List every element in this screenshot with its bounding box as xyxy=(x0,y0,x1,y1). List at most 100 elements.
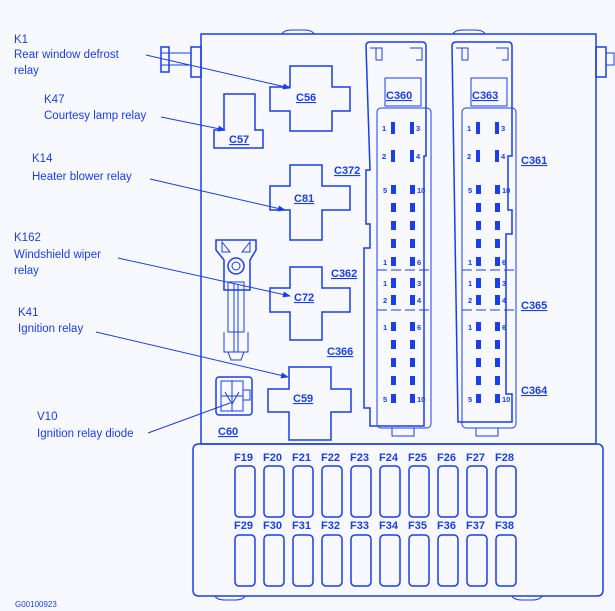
fuses-bottom-row: F29 F30 F31 F32 F33 F34 F35 F36 F37 F38 xyxy=(234,520,517,587)
fuse-label: F38 xyxy=(495,520,514,532)
callout-k162-code: K162 xyxy=(14,232,41,244)
callout-k47: K47 Courtesy lamp relay xyxy=(44,94,226,132)
fuse-f26[interactable]: F26 xyxy=(437,452,459,518)
fuse-f29[interactable]: F29 xyxy=(234,520,256,587)
callout-v10: V10 Ignition relay diode xyxy=(37,402,231,440)
connector-c362-label[interactable]: C362 xyxy=(331,268,357,280)
fuse-f36[interactable]: F36 xyxy=(437,520,459,587)
fuse-f27[interactable]: F27 xyxy=(466,452,488,518)
fuse-slot[interactable] xyxy=(408,534,430,587)
pin-cavity xyxy=(391,185,396,194)
connector-block-right: C363 xyxy=(451,41,517,437)
fuse-label: F19 xyxy=(234,452,253,464)
pin-number: 1 xyxy=(383,323,387,332)
pin-cavity xyxy=(410,203,415,212)
fuse-slot[interactable] xyxy=(234,534,256,587)
connector-c372-label[interactable]: C372 xyxy=(334,165,360,177)
fuse-slot[interactable] xyxy=(350,534,372,587)
fuse-f19[interactable]: F19 xyxy=(234,452,256,518)
diode-c60-label: C60 xyxy=(218,426,238,438)
relay-c57[interactable]: C57 xyxy=(213,93,264,149)
pin-cavity xyxy=(495,257,500,266)
fuse-slot[interactable] xyxy=(292,534,314,587)
fuse-slot[interactable] xyxy=(379,534,401,587)
relay-c81[interactable]: C81 xyxy=(269,164,351,241)
pin-cavity xyxy=(476,257,481,266)
fuse-f21[interactable]: F21 xyxy=(292,452,314,518)
fuse-slot[interactable] xyxy=(321,534,343,587)
pin-number: 3 xyxy=(501,124,505,133)
fuse-label: F31 xyxy=(292,520,311,532)
relay-c56[interactable]: C56 xyxy=(269,65,351,132)
fuse-f33[interactable]: F33 xyxy=(350,520,372,587)
pin-cavity xyxy=(391,376,396,385)
pin-number: 2 xyxy=(383,296,387,305)
pin-number: 1 xyxy=(383,258,387,267)
pin-number: 4 xyxy=(502,296,507,305)
fuse-slot[interactable] xyxy=(379,465,401,518)
fuse-f22[interactable]: F22 xyxy=(321,452,343,518)
connector-c363-label[interactable]: C363 xyxy=(472,90,498,102)
pin-cavity xyxy=(391,358,396,367)
fuse-f24[interactable]: F24 xyxy=(379,452,401,518)
fuse-slot[interactable] xyxy=(495,534,517,587)
pin-cavity xyxy=(476,239,481,248)
pin-cavity xyxy=(410,394,415,403)
fuse-f28[interactable]: F28 xyxy=(495,452,517,518)
connector-c366-label[interactable]: C366 xyxy=(327,346,353,358)
pin-cavity xyxy=(410,278,415,288)
connector-c360-label[interactable]: C360 xyxy=(386,90,412,102)
fuse-f37[interactable]: F37 xyxy=(466,520,488,587)
diode-c60[interactable]: C60 xyxy=(215,376,253,438)
fuse-f23[interactable]: F23 xyxy=(350,452,372,518)
pin-number: 6 xyxy=(502,258,506,267)
pin-number: 5 xyxy=(468,395,472,404)
fuse-slot[interactable] xyxy=(495,465,517,518)
fuse-f31[interactable]: F31 xyxy=(292,520,314,587)
fuse-f20[interactable]: F20 xyxy=(263,452,285,518)
pin-cavity xyxy=(476,203,481,212)
pin-number: 1 xyxy=(468,323,472,332)
pin-number: 3 xyxy=(502,279,506,288)
pin-cavity xyxy=(410,150,414,162)
pin-number: 1 xyxy=(468,279,472,288)
fuse-f32[interactable]: F32 xyxy=(321,520,343,587)
relay-c72[interactable]: C72 xyxy=(269,266,351,341)
connector-c365-label[interactable]: C365 xyxy=(521,300,547,312)
pin-cavity xyxy=(391,278,396,288)
connector-c364-label[interactable]: C364 xyxy=(521,385,548,397)
pin-cavity xyxy=(476,278,481,288)
callout-k47-desc-1: Courtesy lamp relay xyxy=(44,110,147,122)
fuse-f30[interactable]: F30 xyxy=(263,520,285,587)
fuse-f25[interactable]: F25 xyxy=(408,452,430,518)
callout-k162: K162 Windshield wiper relay xyxy=(14,232,291,298)
fuse-slot[interactable] xyxy=(234,465,256,518)
fuse-label: F23 xyxy=(350,452,369,464)
fuse-slot[interactable] xyxy=(437,534,459,587)
fuse-label: F21 xyxy=(292,452,311,464)
fuse-slot[interactable] xyxy=(466,534,488,587)
relay-c57-label: C57 xyxy=(229,134,249,146)
pin-number: 2 xyxy=(467,152,471,161)
fuse-f34[interactable]: F34 xyxy=(379,520,401,587)
fuses-top-row: F19 F20 F21 F22 F23 F24 F25 F26 F27 F28 xyxy=(234,452,517,518)
fuse-f38[interactable]: F38 xyxy=(495,520,517,587)
pin-number: 3 xyxy=(417,279,421,288)
fuse-slot[interactable] xyxy=(466,465,488,518)
connector-block-left: C360 xyxy=(363,41,432,437)
fuse-slot[interactable] xyxy=(408,465,430,518)
fuse-slot[interactable] xyxy=(292,465,314,518)
fuse-f35[interactable]: F35 xyxy=(408,520,430,587)
fuse-slot[interactable] xyxy=(263,465,285,518)
fuse-label: F26 xyxy=(437,452,456,464)
relay-c59[interactable]: C59 xyxy=(267,366,352,441)
pin-number: 1 xyxy=(467,124,471,133)
fuse-slot[interactable] xyxy=(263,534,285,587)
pin-cavity xyxy=(391,122,395,134)
fuse-slot[interactable] xyxy=(437,465,459,518)
fuse-slot[interactable] xyxy=(350,465,372,518)
connector-c361-label[interactable]: C361 xyxy=(521,155,547,167)
leader-line-v10 xyxy=(147,402,231,434)
fuse-slot[interactable] xyxy=(321,465,343,518)
